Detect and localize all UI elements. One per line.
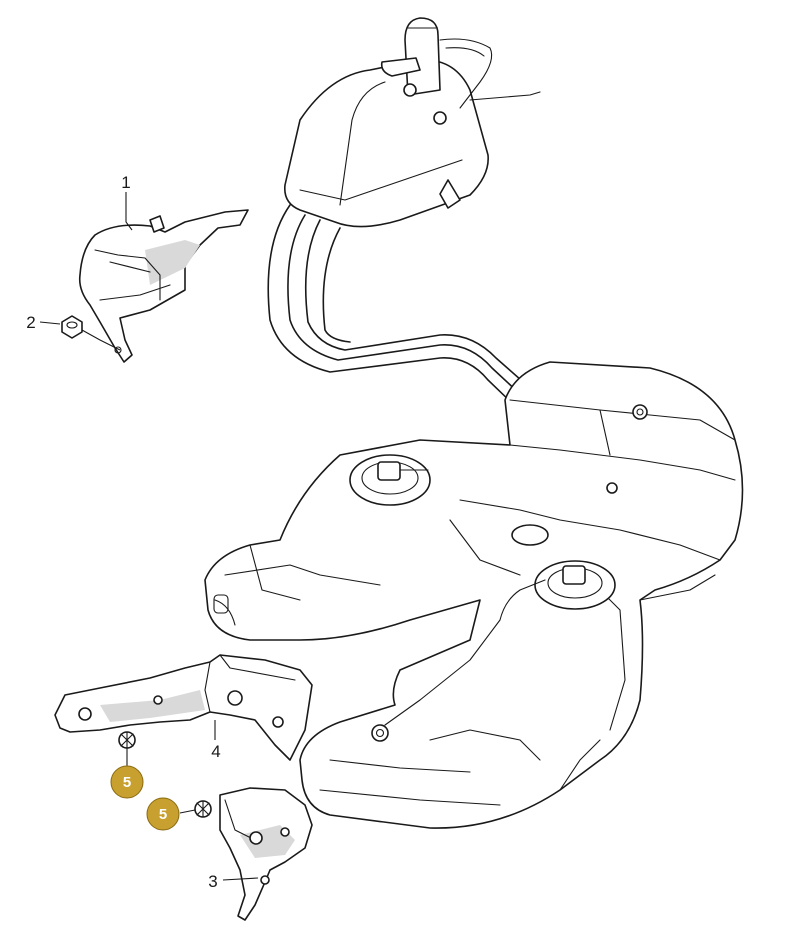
callout-5-badge-lower[interactable]: 5 — [146, 797, 180, 831]
callout-4[interactable]: 4 — [211, 742, 220, 761]
svg-text:3: 3 — [208, 872, 217, 891]
svg-text:5: 5 — [159, 806, 167, 823]
svg-text:5: 5 — [123, 774, 131, 791]
svg-text:4: 4 — [211, 742, 220, 761]
callout-2[interactable]: 2 — [26, 313, 35, 332]
heat-shield-lower-right[interactable] — [219, 787, 313, 921]
clip-upper[interactable] — [118, 731, 136, 749]
clip-lower[interactable] — [194, 800, 212, 818]
svg-text:1: 1 — [121, 173, 130, 192]
heat-shield-lower-left[interactable] — [54, 654, 313, 761]
callout-5-badge-upper[interactable]: 5 — [110, 765, 144, 799]
callout-1[interactable]: 1 — [121, 173, 130, 192]
leader-lines — [39, 192, 259, 881]
fuel-tank-assembly — [204, 17, 744, 829]
svg-text:2: 2 — [26, 313, 35, 332]
heat-shield-upper[interactable] — [78, 209, 249, 363]
callout-3[interactable]: 3 — [208, 872, 217, 891]
nut[interactable] — [61, 315, 83, 339]
